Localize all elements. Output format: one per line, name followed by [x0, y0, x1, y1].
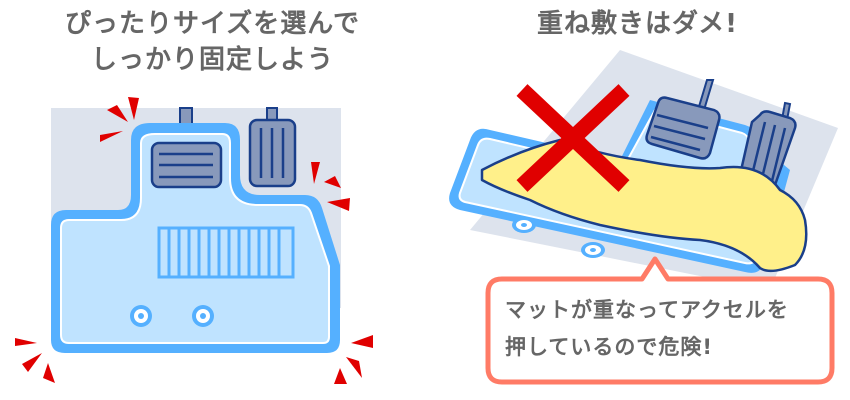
overlap-mat-illustration	[449, 50, 838, 290]
warning-line2: 押しているので危険!	[505, 335, 713, 359]
prohibited-x-icon	[516, 84, 630, 192]
warning-text: マットが重なってアクセルを 押しているので危険!	[505, 292, 835, 366]
warning-bubble	[485, 256, 835, 385]
title-right: 重ね敷きはダメ!	[536, 9, 739, 39]
correct-mat-illustration	[15, 97, 373, 384]
alert-marks-icon	[15, 97, 373, 384]
title-left: ぴったりサイズを選んで しっかり固定しよう	[0, 6, 425, 78]
title-left-line1: ぴったりサイズを選んで	[65, 9, 360, 39]
warning-line1: マットが重なってアクセルを	[505, 298, 789, 322]
title-left-line2: しっかり固定しよう	[90, 45, 334, 75]
